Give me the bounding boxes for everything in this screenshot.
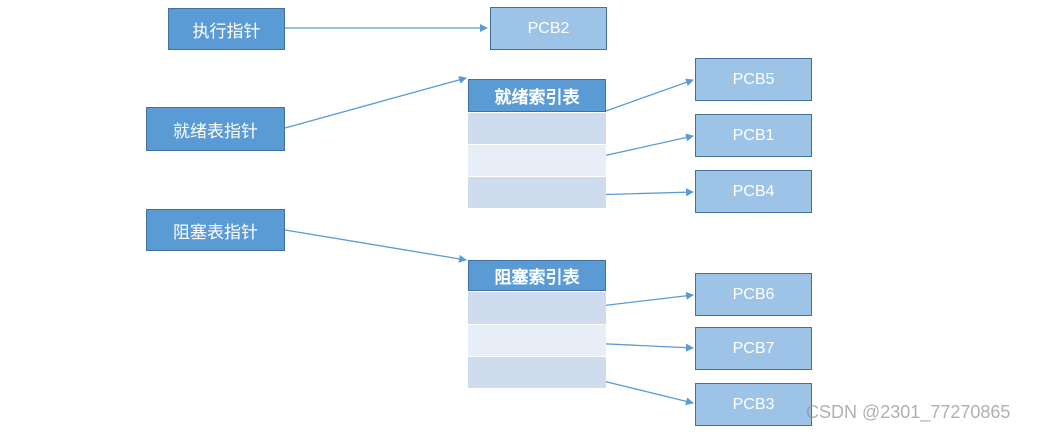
pcb-blocked-1-label: PCB6 <box>732 285 775 303</box>
ready-index-row-3 <box>468 176 606 208</box>
pcb-blocked-3: PCB3 <box>695 383 812 426</box>
ready-table-pointer-label: 就绪表指针 <box>173 121 258 142</box>
watermark: CSDN @2301_77270865 <box>806 402 1011 422</box>
pcb-ready-2-label: PCB1 <box>732 126 775 144</box>
exec-pointer-label: 执行指针 <box>192 21 261 42</box>
ready-index-row-2 <box>468 144 606 176</box>
pcb-ready-1-label: PCB5 <box>732 70 775 88</box>
blocked-table-pointer: 阻塞表指针 <box>146 209 285 251</box>
pcb-blocked-2-label: PCB7 <box>732 339 775 357</box>
pcb-blocked-2: PCB7 <box>695 327 812 370</box>
pcb-exec-label: PCB2 <box>527 19 570 37</box>
pcb-ready-1: PCB5 <box>695 58 812 101</box>
arrow-blocked-pointer-to-table <box>284 229 467 263</box>
ready-table-pointer: 就绪表指针 <box>146 107 285 151</box>
blocked-index-table-header: 阻塞索引表 <box>468 260 606 291</box>
blocked-index-row-3 <box>468 356 606 388</box>
blocked-index-row-2 <box>468 324 606 356</box>
exec-pointer: 执行指针 <box>168 8 285 50</box>
pcb-ready-3: PCB4 <box>695 170 812 213</box>
pcb-blocked-1: PCB6 <box>695 273 812 316</box>
pcb-ready-2: PCB1 <box>695 114 812 157</box>
ready-index-table-title: 就绪索引表 <box>494 88 580 108</box>
blocked-index-row-1 <box>468 291 606 324</box>
pcb-ready-3-label: PCB4 <box>732 182 775 200</box>
arrow-ready-pointer-to-table <box>284 76 467 129</box>
ready-index-table-header: 就绪索引表 <box>468 79 606 112</box>
ready-index-row-1 <box>468 112 606 144</box>
pcb-exec: PCB2 <box>490 7 607 50</box>
pcb-blocked-3-label: PCB3 <box>732 395 775 413</box>
blocked-table-pointer-label: 阻塞表指针 <box>173 222 258 243</box>
blocked-index-table-title: 阻塞索引表 <box>494 268 580 288</box>
